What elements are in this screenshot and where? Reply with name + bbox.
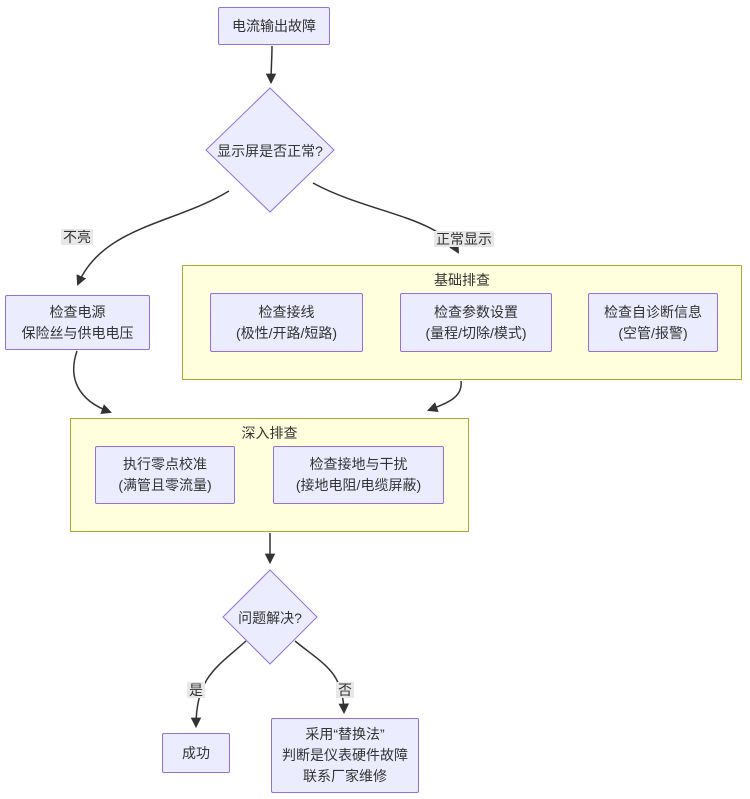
decision-solved-text: 问题解决? [238, 610, 302, 626]
node-check-wiring: 检查接线 (极性/开路/短路) [210, 293, 363, 352]
node-line: (满管且零流量) [118, 477, 212, 493]
node-start: 电流输出故障 [218, 7, 330, 45]
node-check-power: 检查电源 保险丝与供电电压 [5, 295, 150, 350]
node-line: 成功 [182, 744, 210, 761]
decision-solved-diamond [222, 569, 318, 665]
node-line: 检查参数设置 [434, 303, 518, 320]
node-line: 检查接线 [258, 303, 315, 320]
edge-solved-to-success [190, 640, 247, 729]
edge-solved-to-replace [294, 640, 350, 715]
node-check-diag: 检查自诊断信息 (空管/报警) [588, 293, 718, 352]
node-line: 判断是仪表硬件故障 [282, 747, 408, 763]
edge-power-to-deep [73, 350, 112, 415]
node-check-params: 检查参数设置 (量程/切除/模式) [400, 293, 552, 352]
node-line: (量程/切除/模式) [425, 324, 527, 341]
edge-label-normal-display: 正常显示 [434, 231, 494, 247]
edge-start-to-display-decision [265, 45, 277, 85]
node-zero-cal: 执行零点校准 (满管且零流量) [95, 446, 235, 504]
edge-label-no: 否 [336, 682, 354, 698]
node-line: (空管/报警) [618, 324, 688, 341]
node-line: 执行零点校准 [123, 456, 207, 472]
subgraph-deep-title: 深入排查 [241, 425, 298, 441]
node-replace: 采用“替换法” 判断是仪表硬件故障 联系厂家维修 [271, 718, 419, 793]
node-line: (接地电阻/电缆屏蔽) [295, 477, 422, 493]
node-line: 检查自诊断信息 [604, 303, 702, 320]
edge-display-to-power [76, 190, 230, 286]
node-line: 保险丝与供电电压 [21, 324, 134, 341]
node-line: 检查电源 [49, 303, 106, 320]
subgraph-basic-title: 基础排查 [434, 272, 490, 288]
edge-label-not-lit: 不亮 [61, 229, 93, 245]
decision-solved-label: 问题解决? [210, 608, 330, 628]
decision-display-text: 显示屏是否正常? [217, 143, 323, 159]
node-line: 采用“替换法” [305, 726, 385, 742]
node-line: (极性/开路/短路) [235, 324, 338, 341]
decision-display-label: 显示屏是否正常? [205, 141, 335, 161]
edge-label-yes: 是 [187, 682, 205, 698]
node-start-label: 电流输出故障 [232, 17, 316, 34]
decision-display-diamond [205, 87, 335, 213]
edge-basic-to-deep [427, 380, 462, 413]
node-line: 联系厂家维修 [303, 768, 387, 784]
node-line: 检查接地与干扰 [309, 456, 408, 472]
node-grounding: 检查接地与干扰 (接地电阻/电缆屏蔽) [273, 446, 444, 504]
node-success: 成功 [162, 733, 230, 773]
